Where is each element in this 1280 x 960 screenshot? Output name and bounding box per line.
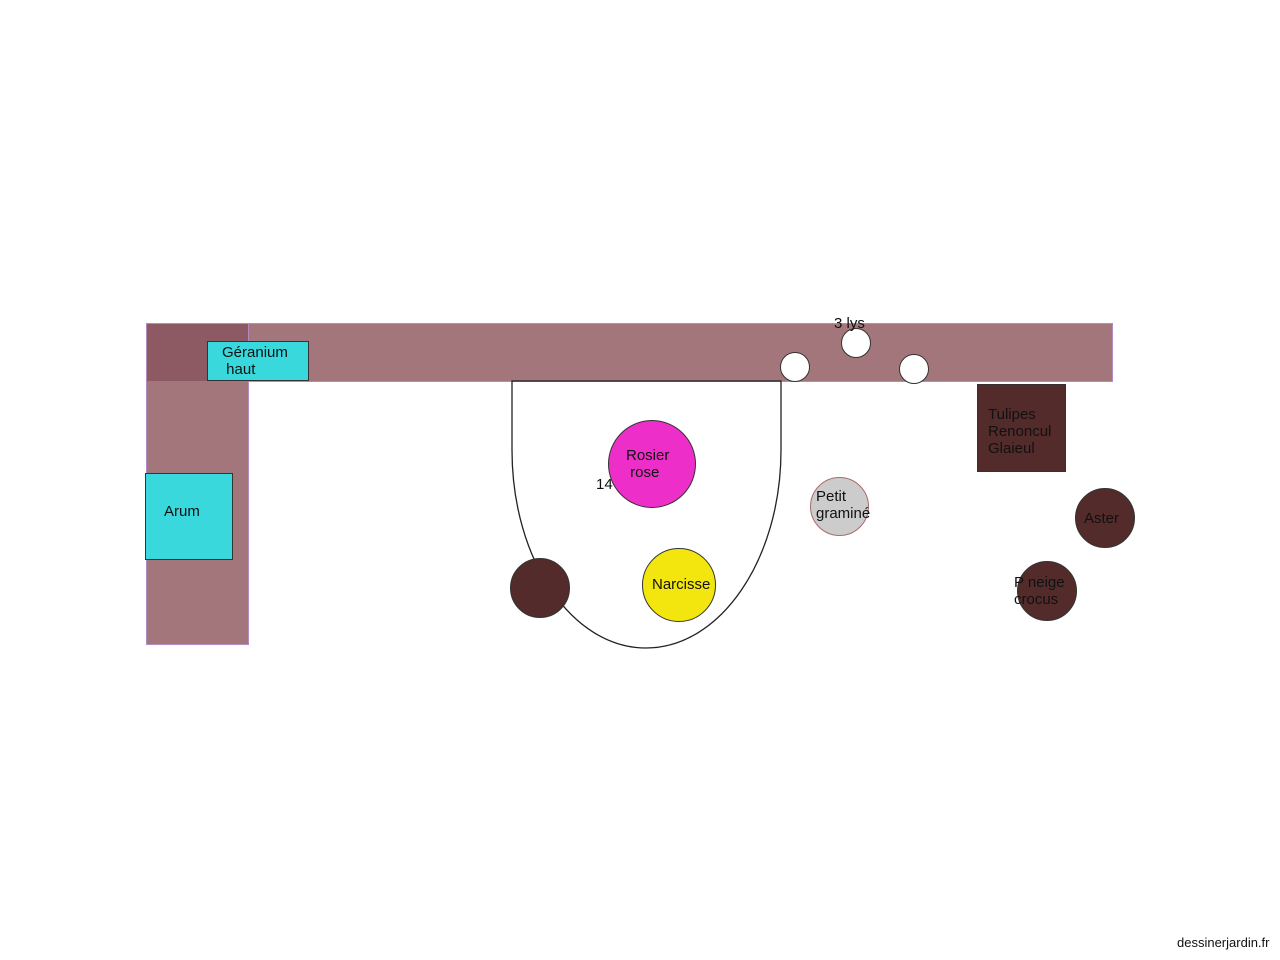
perce-neige-label: P neige crocus xyxy=(1014,574,1065,608)
geranium-plant[interactable] xyxy=(207,341,309,381)
narcisse-plant[interactable] xyxy=(642,548,716,622)
lys-plant-3[interactable] xyxy=(899,354,929,384)
plant-number-label: 14 xyxy=(596,476,613,493)
rosier-plant[interactable] xyxy=(608,420,696,508)
arum-label: Arum xyxy=(164,503,200,520)
rosier-label: Rosier rose xyxy=(626,447,670,481)
aster-label: Aster xyxy=(1084,510,1120,527)
lys-plant-2[interactable] xyxy=(841,328,871,358)
lys-plant-1[interactable] xyxy=(780,352,810,382)
arum-plant[interactable] xyxy=(145,473,233,560)
tulipes-label: Tulipes Renoncul Glaieul xyxy=(988,406,1052,457)
tulipes-plant[interactable] xyxy=(977,384,1066,472)
aster-plant[interactable] xyxy=(1075,488,1135,548)
petit-gramine-label: Petit graminé xyxy=(816,488,871,522)
perce-neige-plant[interactable] xyxy=(1017,561,1077,621)
lys-label: 3 lys xyxy=(834,315,865,332)
narcisse-label: Narcisse xyxy=(652,576,711,593)
site-credit[interactable]: dessinerjardin.fr xyxy=(1177,935,1270,950)
geranium-label: Géranium haut xyxy=(222,344,288,378)
petit-gramine-plant[interactable] xyxy=(810,477,869,536)
dark-shrub-plant[interactable] xyxy=(510,558,570,618)
